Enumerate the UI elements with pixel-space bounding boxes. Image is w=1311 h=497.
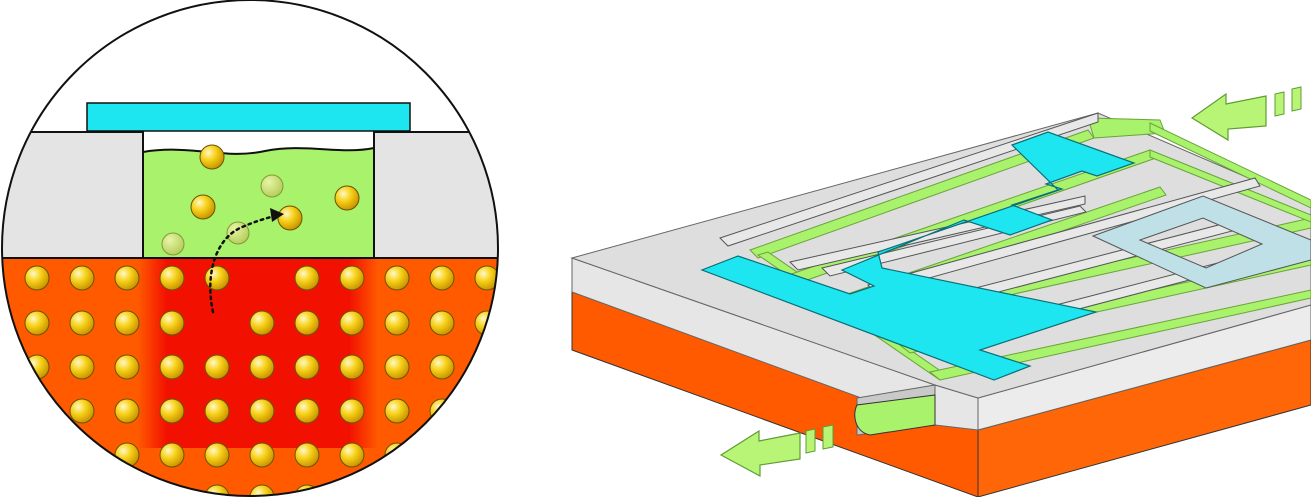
particle [114,484,140,496]
particle [2,310,5,336]
dotted-curved-arrow-icon [209,208,284,314]
particle [429,310,455,336]
flow-in-arrow-icon [1190,86,1302,142]
particle [429,354,455,380]
particle [339,484,365,496]
particle [294,265,320,291]
particle [474,354,498,380]
particle [2,484,5,496]
particle [249,354,275,380]
particle [204,484,230,496]
cover-block-right [373,131,498,259]
particle [334,185,360,211]
magnifier-circle [1,0,499,497]
particle [114,354,140,380]
cross-section-panel [1,0,499,497]
particle [474,265,498,291]
particle [69,398,95,424]
particle [249,398,275,424]
outlet-fluid [854,394,936,436]
particle [199,144,225,170]
heater-strip [86,102,411,132]
particle [204,442,230,468]
channel-fluid [142,146,375,259]
particle [69,484,95,496]
particle [339,265,365,291]
particle [69,354,95,380]
particle [159,310,185,336]
sensor-frame [1091,195,1311,289]
particle [69,265,95,291]
particle [429,398,455,424]
flow-out-arrow-icon [719,424,834,478]
particle [24,310,50,336]
particle [249,484,275,496]
particle [249,310,275,336]
particle [339,398,365,424]
particle-faint [161,232,185,256]
particle [277,205,303,231]
particle [114,310,140,336]
heater-meander [700,131,1136,381]
particle [384,265,410,291]
particle [294,398,320,424]
particle [474,398,498,424]
particle [2,442,5,468]
particle [24,484,50,496]
particle [204,265,230,291]
particle [339,442,365,468]
particle [190,194,216,220]
particle [384,484,410,496]
particle [159,265,185,291]
particle [2,398,5,424]
particle [429,265,455,291]
particle [69,442,95,468]
particle [294,354,320,380]
cover-block-left [2,131,144,259]
particle [429,442,455,468]
particle [339,354,365,380]
particle [159,442,185,468]
particle [69,310,95,336]
particle [114,398,140,424]
particle [384,310,410,336]
particle [474,442,498,468]
particle [384,354,410,380]
particle [159,354,185,380]
particle [2,354,5,380]
particle [114,265,140,291]
channel-particles [161,144,360,256]
particle [384,398,410,424]
particle [159,398,185,424]
particle-faint [260,174,284,198]
particle [294,442,320,468]
particle [249,442,275,468]
particle [339,310,365,336]
particle [204,354,230,380]
particle [24,442,50,468]
particle [294,310,320,336]
particle [24,398,50,424]
particle [429,484,455,496]
device-panel [570,86,1311,497]
particle [24,265,50,291]
particle [204,398,230,424]
particle [474,484,498,496]
